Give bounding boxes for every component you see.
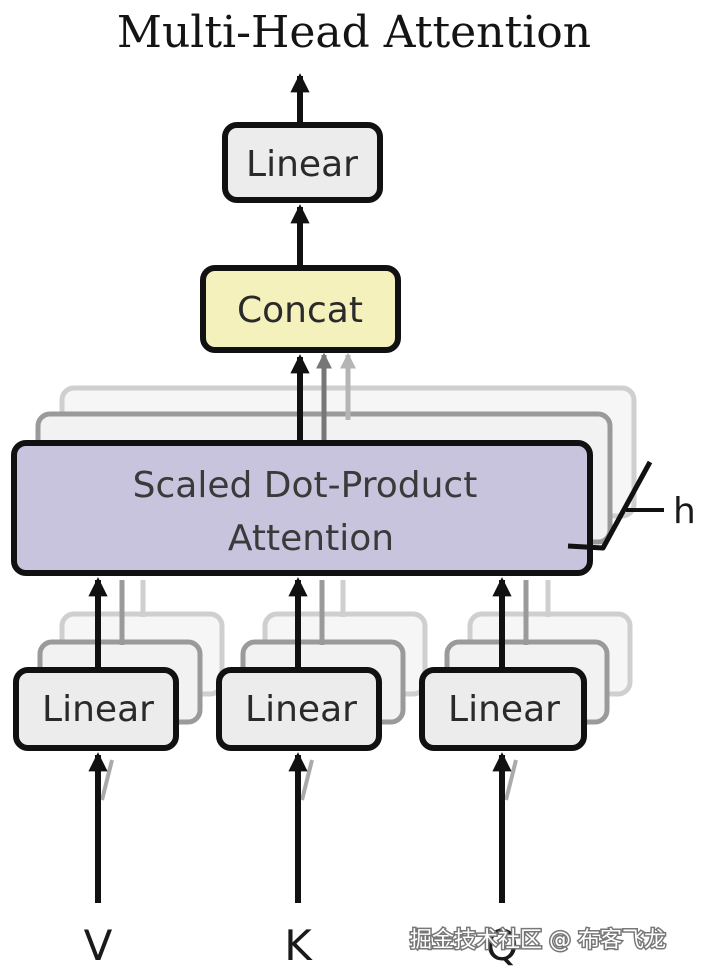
k-input-shadow [300,759,314,801]
attention-head-front [11,440,593,576]
q-input-shadow [504,759,518,801]
output-linear-label: Linear [246,144,358,185]
v-input-shadow [100,759,114,801]
head-count-bracket [567,460,653,551]
attention-label-line2: Attention [228,518,394,559]
input-branch-k: Linear K [216,577,428,970]
diagram-title: Multi-Head Attention [117,7,591,58]
input-branch-q: Linear Q [419,577,633,970]
linear-q-label: Linear [448,689,560,730]
linear-v-label: Linear [42,689,154,730]
concat-label: Concat [237,290,363,331]
input-k-label: K [284,921,313,970]
watermark: 掘金技术社区 @ 布客飞龙 [410,928,666,953]
input-v-label: V [84,921,113,970]
output-linear-rect [222,122,383,203]
head-count-label: h [673,491,696,532]
linear-k-label: Linear [245,689,357,730]
concat-rect [200,265,401,353]
input-q-label: Q [485,921,518,970]
input-branch-v: Linear V [13,577,225,970]
concat-box: Concat [200,265,401,353]
output-linear-box: Linear [222,122,383,203]
attention-label-line1: Scaled Dot-Product [133,465,478,506]
scaled-dot-product-attention-box: Scaled Dot-Product Attention [11,440,593,576]
